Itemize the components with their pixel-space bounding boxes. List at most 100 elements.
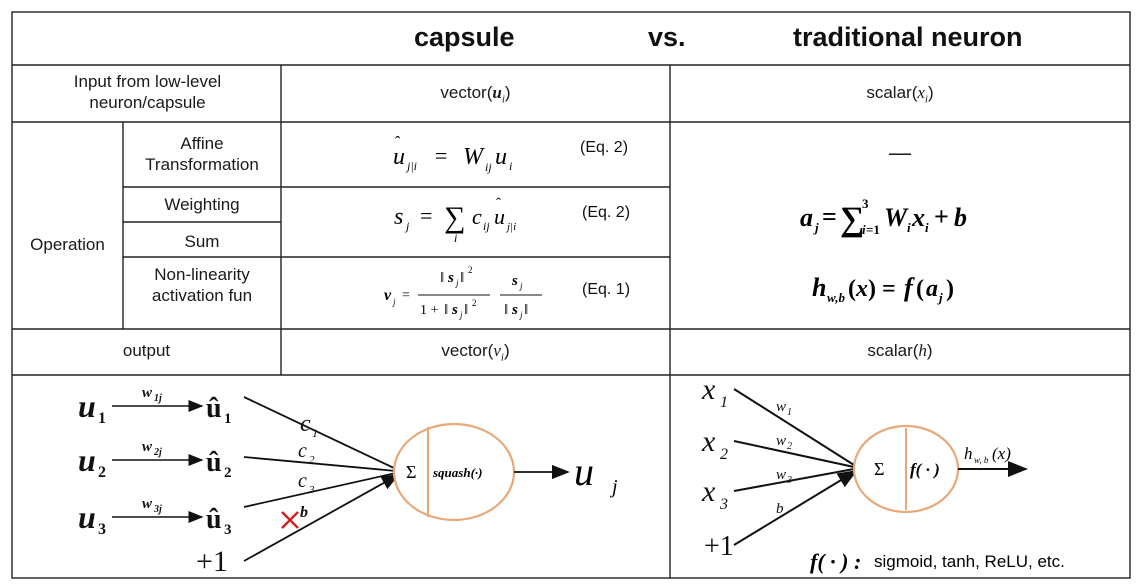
svg-text:‖: ‖: [464, 302, 468, 318]
capsule-weight-w2: w: [142, 439, 153, 455]
svg-text:=: =: [402, 288, 410, 303]
output-capsule-sub: i: [500, 351, 504, 364]
capsule-coupling-c1: c: [300, 411, 311, 437]
svg-text:j: j: [519, 310, 523, 320]
input-capsule-sub: i: [501, 93, 505, 106]
input-capsule-var: u: [492, 83, 502, 102]
capsule-weight-w1: w: [142, 385, 153, 401]
capsule-squash: squash(·): [432, 465, 483, 480]
row-label-input: Input from low-level neuron/capsule: [73, 72, 222, 112]
svg-text:j: j: [455, 278, 459, 288]
affine-eq-tag: (Eq. 2): [580, 139, 629, 156]
svg-text:i: i: [862, 222, 866, 237]
svg-text:u: u: [393, 144, 405, 170]
input-capsule-value: vector(ui): [281, 82, 670, 110]
input-trad-value: scalar(xi): [670, 82, 1130, 110]
capsule-input-u1: u: [78, 388, 96, 424]
svg-text:s: s: [394, 204, 403, 230]
svg-text:(: (: [848, 276, 856, 302]
svg-text:j: j: [937, 290, 943, 305]
capsule-uhat1-sub: 1: [224, 411, 232, 427]
capsule-uhat3-sub: 3: [224, 522, 232, 538]
svg-text:j: j: [813, 220, 819, 235]
capsule-input-u3-sub: 3: [98, 521, 106, 538]
output-capsule-var: v: [493, 341, 501, 360]
row-label-sum: Sum: [184, 232, 220, 251]
header-vs: vs.: [648, 22, 686, 52]
row-label-weighting: Weighting: [164, 195, 240, 214]
neuron-input-x1: x: [701, 375, 716, 406]
svg-text:j|i: j|i: [505, 221, 516, 233]
neuron-output-sub: w, b: [974, 455, 989, 465]
capsule-uhat3: û: [206, 504, 222, 535]
svg-text:i: i: [925, 220, 929, 235]
svg-text:=: =: [882, 276, 896, 302]
svg-text:3: 3: [862, 196, 869, 211]
capsule-input-u1-sub: 1: [98, 410, 106, 427]
input-trad-suffix: ): [927, 83, 934, 102]
svg-text:ˆ: ˆ: [496, 196, 501, 212]
affine-equation: u ˆ j|i = W ij u i: [393, 134, 512, 174]
neuron-input-x2-sub: 2: [720, 446, 728, 463]
capsule-weight-w3: w: [142, 496, 153, 512]
capsule-diagram: u 1 u 2 u 3 +1 w 1j w 2j w 3j û 1 û 2 û …: [78, 385, 618, 578]
capsule-input-u2: u: [78, 442, 96, 478]
svg-text:j: j: [404, 219, 410, 233]
capsule-uhat1: û: [206, 393, 222, 424]
cross-icon: [281, 511, 299, 529]
neuron-weight-w1-sub: 1: [787, 407, 792, 418]
capsule-coupling-c2-sub: 2: [309, 454, 315, 466]
capsule-uhat2: û: [206, 447, 222, 478]
svg-text:W: W: [884, 203, 909, 232]
output-trad-suffix: ): [926, 341, 933, 360]
svg-text:ij: ij: [483, 219, 490, 233]
weighting-eq-tag: (Eq. 2): [582, 204, 631, 221]
svg-text:u: u: [494, 204, 505, 229]
svg-text:b: b: [954, 203, 967, 232]
svg-text:w,b: w,b: [827, 290, 845, 305]
svg-text:ij: ij: [485, 160, 492, 174]
svg-text:2: 2: [472, 298, 477, 308]
neuron-weight-w2-sub: 2: [787, 441, 792, 452]
capsule-bias-b: b: [300, 504, 308, 521]
output-trad-var: h: [918, 341, 927, 360]
neuron-weight-w3-sub: 3: [786, 475, 792, 486]
svg-text:i: i: [509, 159, 512, 173]
capsule-coupling-c2: c: [298, 440, 307, 462]
svg-text:): ): [868, 276, 876, 302]
neuron-bias-b: b: [776, 501, 784, 517]
capsule-weight-w3-sub: 3j: [153, 504, 162, 515]
svg-text:s: s: [451, 302, 458, 318]
svg-text:=: =: [420, 203, 432, 228]
capsule-coupling-c1-sub: 1: [312, 426, 318, 440]
svg-text:2: 2: [468, 265, 473, 275]
svg-text:‖: ‖: [440, 270, 444, 286]
svg-text:j: j: [392, 297, 396, 307]
neuron-output-arg: (x): [992, 444, 1011, 463]
nonlin-eq-tag: (Eq. 1): [582, 281, 631, 298]
svg-text:(: (: [916, 276, 924, 302]
svg-text:‖: ‖: [444, 302, 448, 318]
svg-text:j: j: [459, 310, 463, 320]
capsule-weight-w2-sub: 2j: [153, 447, 162, 458]
output-trad-prefix: scalar(: [867, 341, 919, 360]
svg-text:v: v: [384, 287, 392, 304]
output-trad-value: scalar(h): [670, 340, 1130, 361]
svg-text:j: j: [519, 281, 523, 291]
neuron-output-h: h: [964, 444, 973, 463]
header-capsule: capsule: [414, 22, 515, 52]
neuron-weight-w1: w: [776, 399, 786, 415]
input-trad-prefix: scalar(: [866, 83, 918, 102]
capsule-sigma: Σ: [406, 462, 416, 482]
input-trad-var: x: [917, 83, 925, 102]
input-trad-sub: i: [924, 93, 928, 106]
output-capsule-prefix: vector(: [441, 341, 494, 360]
svg-text:‖: ‖: [524, 302, 528, 318]
row-label-affine: Affine Transformation: [145, 134, 259, 174]
svg-text:∑: ∑: [444, 201, 465, 234]
svg-text:‖: ‖: [460, 270, 464, 286]
capsule-output-sub: j: [609, 476, 618, 498]
svg-text:s: s: [511, 273, 518, 289]
